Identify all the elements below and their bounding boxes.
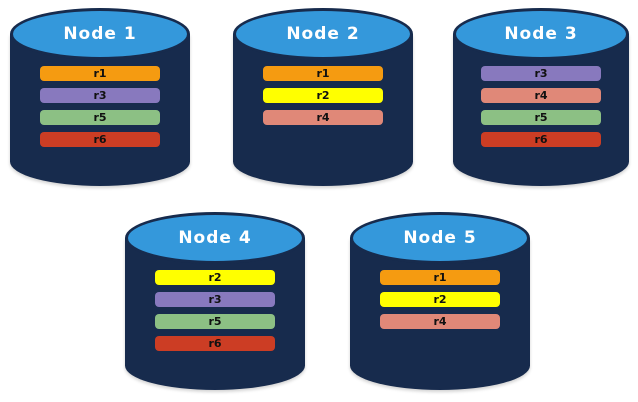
cylinder-bottom-rim: [234, 159, 412, 187]
replica-bar[interactable]: r4: [380, 314, 500, 329]
replica-list: r3 r4 r5 r6: [453, 66, 629, 147]
replica-list: r1 r2 r4: [233, 66, 413, 125]
node-title: Node 3: [504, 23, 578, 44]
replica-label: r1: [93, 67, 107, 80]
replica-bar[interactable]: r2: [155, 270, 275, 285]
node-title: Node 2: [286, 23, 360, 44]
node-title: Node 4: [178, 227, 252, 248]
replica-bar[interactable]: r5: [481, 110, 601, 125]
replica-label: r2: [316, 89, 330, 102]
replica-list: r1 r3 r5 r6: [10, 66, 190, 147]
database-node-1[interactable]: r1 r3 r5 r6 Node 1: [10, 8, 190, 186]
replica-bar[interactable]: r2: [263, 88, 383, 103]
replica-label: r6: [208, 337, 222, 350]
replica-bar[interactable]: r3: [481, 66, 601, 81]
cylinder-top-ellipse: Node 1: [10, 8, 190, 60]
cylinder-top-ellipse: Node 2: [233, 8, 413, 60]
replica-label: r1: [316, 67, 330, 80]
replica-label: r4: [316, 111, 330, 124]
database-cylinder-icon: r2 r3 r5 r6 Node 4: [125, 212, 305, 390]
node-title: Node 1: [63, 23, 137, 44]
replica-bar[interactable]: r4: [481, 88, 601, 103]
replica-bar[interactable]: r6: [481, 132, 601, 147]
replica-label: r4: [534, 89, 548, 102]
replica-list: r1 r2 r4: [350, 270, 530, 329]
replica-bar[interactable]: r5: [40, 110, 160, 125]
replica-bar[interactable]: r6: [40, 132, 160, 147]
database-cylinder-icon: r1 r2 r4 Node 2: [233, 8, 413, 186]
database-cylinder-icon: r1 r3 r5 r6 Node 1: [10, 8, 190, 186]
cylinder-bottom-rim: [126, 363, 304, 391]
replica-label: r3: [93, 89, 107, 102]
replica-label: r5: [208, 315, 222, 328]
replica-label: r4: [433, 315, 447, 328]
database-cylinder-icon: r3 r4 r5 r6 Node 3: [453, 8, 629, 186]
database-node-5[interactable]: r1 r2 r4 Node 5: [350, 212, 530, 390]
replica-label: r2: [433, 293, 447, 306]
cylinder-top-ellipse: Node 5: [350, 212, 530, 264]
replica-label: r1: [433, 271, 447, 284]
replica-bar[interactable]: r1: [380, 270, 500, 285]
cylinder-top-ellipse: Node 4: [125, 212, 305, 264]
cylinder-bottom-rim: [351, 363, 529, 391]
replica-bar[interactable]: r3: [40, 88, 160, 103]
cylinder-bottom-rim: [11, 159, 189, 187]
replica-label: r5: [93, 111, 107, 124]
replica-label: r6: [93, 133, 107, 146]
replica-bar[interactable]: r6: [155, 336, 275, 351]
cylinder-top-ellipse: Node 3: [453, 8, 629, 60]
replica-bar[interactable]: r1: [40, 66, 160, 81]
replica-bar[interactable]: r2: [380, 292, 500, 307]
replica-label: r6: [534, 133, 548, 146]
node-title: Node 5: [403, 227, 477, 248]
replica-label: r5: [534, 111, 548, 124]
replica-bar[interactable]: r1: [263, 66, 383, 81]
database-node-3[interactable]: r3 r4 r5 r6 Node 3: [453, 8, 629, 186]
replica-list: r2 r3 r5 r6: [125, 270, 305, 351]
database-node-4[interactable]: r2 r3 r5 r6 Node 4: [125, 212, 305, 390]
replica-label: r3: [534, 67, 548, 80]
database-cylinder-icon: r1 r2 r4 Node 5: [350, 212, 530, 390]
database-node-2[interactable]: r1 r2 r4 Node 2: [233, 8, 413, 186]
replica-bar[interactable]: r4: [263, 110, 383, 125]
replica-bar[interactable]: r3: [155, 292, 275, 307]
replica-bar[interactable]: r5: [155, 314, 275, 329]
replica-label: r2: [208, 271, 222, 284]
replica-label: r3: [208, 293, 222, 306]
cylinder-bottom-rim: [454, 159, 628, 187]
